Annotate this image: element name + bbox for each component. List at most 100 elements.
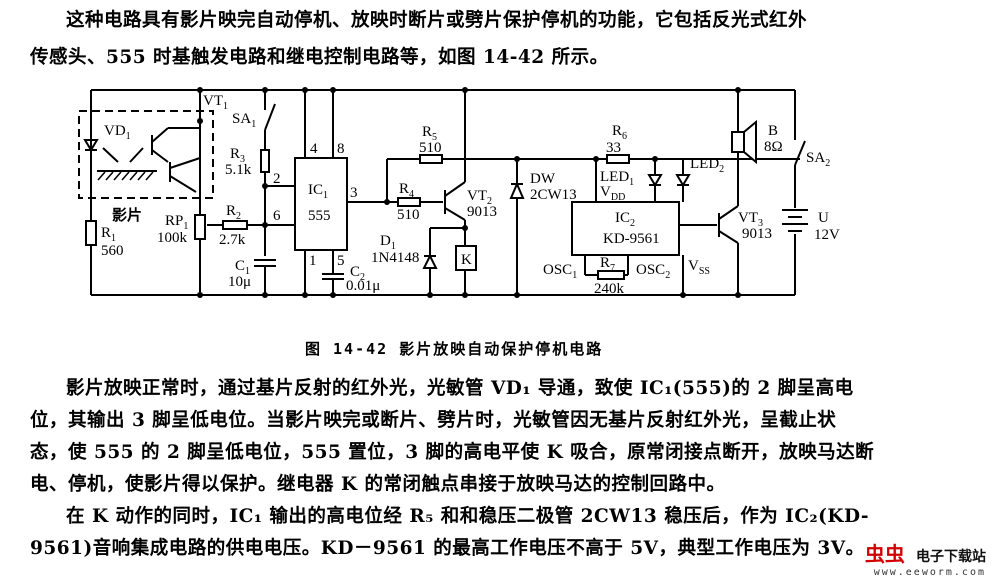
label-r1-value: 560: [101, 243, 124, 259]
label-r2: R2: [226, 203, 241, 222]
label-vt3: VT3: [738, 210, 763, 229]
label-rp1-value: 100k: [157, 230, 188, 246]
circuit-tspan: D: [380, 233, 391, 249]
circuit-circle: [462, 225, 468, 231]
circuit-diagram: VT1 VD1 影片 R1 560 RP1 100k R2 2.7k SA1 R…: [78, 87, 840, 298]
circuit-tspan: OSC: [636, 262, 665, 278]
label-u-value: 12V: [814, 227, 840, 243]
watermark-logo: 虫虫: [864, 542, 905, 566]
circuit-circle: [514, 156, 520, 162]
circuit-tspan: SS: [699, 266, 710, 277]
circuit-tspan: 1: [629, 177, 634, 188]
label-vt3-value: 9013: [742, 226, 772, 242]
circuit-line: [169, 175, 197, 193]
circuit-tspan: RP: [165, 213, 183, 229]
label-ic1-value: 555: [308, 208, 331, 224]
circuit-line: [121, 171, 130, 181]
label-d1: D1: [380, 233, 396, 252]
circuit-tspan: R: [612, 123, 622, 139]
label-c1: C1: [235, 258, 250, 277]
circuit-line: [105, 171, 114, 181]
circuit-tspan: 1: [126, 131, 131, 142]
label-r7: R7: [600, 255, 615, 274]
circuit-tspan: 3: [240, 154, 245, 165]
circuit-circle: [735, 87, 741, 93]
label-vss: VSS: [688, 258, 710, 277]
label-sa1: SA1: [232, 111, 256, 130]
circuit-tspan: 1: [245, 266, 250, 277]
label-vt2: VT2: [467, 188, 492, 207]
rp1-potentiometer: [194, 214, 206, 240]
circuit-tspan: OSC: [543, 262, 572, 278]
circuit-tspan: IC: [615, 210, 630, 226]
circuit-circle: [384, 199, 390, 205]
circuit-line: [137, 171, 146, 181]
circuit-tspan: 2: [236, 211, 241, 222]
circuit-circle: [302, 87, 308, 93]
circuit-tspan: R: [399, 181, 409, 197]
label-dw: DW: [530, 171, 556, 187]
label-pin3: 3: [350, 185, 358, 201]
label-r6-value: 33: [606, 140, 621, 156]
circuit-tspan: R: [600, 255, 610, 271]
circuit-circle: [514, 292, 520, 298]
label-pin1: 1: [309, 253, 317, 269]
label-r2-value: 2.7k: [219, 232, 246, 248]
circuit-line: [718, 205, 739, 220]
circuit-tspan: SA: [806, 150, 825, 166]
circuit-tspan: 4: [409, 189, 414, 200]
watermark[interactable]: 虫虫 电子下载站 www.eeworm.com: [865, 538, 986, 578]
label-c2: C2: [350, 264, 365, 283]
label-film: 影片: [112, 206, 142, 224]
circuit-tspan: C: [235, 258, 245, 274]
circuit-circle: [197, 118, 203, 124]
circuit-g: [97, 171, 154, 181]
label-r4-value: 510: [397, 207, 420, 223]
circuit-circle: [652, 156, 658, 162]
circuit-g: [197, 87, 741, 298]
label-k: K: [461, 252, 472, 268]
circuit-tspan: 3: [758, 218, 763, 229]
circuit-line: [145, 171, 154, 181]
circuit-circle: [302, 292, 308, 298]
circuit-tspan: 1: [572, 270, 577, 281]
led1: [647, 174, 663, 187]
intro-line-1: 这种电路具有影片映完自动停机、放映时断片或劈片保护停机的功能，它包括反光式红外: [66, 10, 808, 31]
label-b-value: 8Ω: [764, 139, 783, 155]
circuit-tspan: 1: [111, 233, 116, 244]
circuit-circle: [330, 292, 336, 298]
label-pin2: 2: [273, 171, 281, 187]
circuit-tspan: 2: [719, 164, 724, 175]
label-osc1: OSC1: [543, 262, 577, 281]
label-pin5: 5: [337, 253, 345, 269]
label-ic2: IC2: [615, 210, 635, 229]
circuit-line: [444, 207, 466, 221]
circuit-tspan: 2: [360, 272, 365, 283]
circuit-tspan: VT: [738, 210, 758, 226]
circuit-line: [129, 147, 144, 163]
label-pin4: 4: [310, 141, 318, 157]
circuit-circle: [262, 87, 268, 93]
circuit-circle: [462, 87, 468, 93]
circuit-line: [102, 147, 119, 163]
circuit-tspan: 1: [323, 190, 328, 201]
r3-resistor: [260, 149, 270, 173]
label-led1: LED1: [600, 169, 634, 188]
circuit-tspan: R: [101, 225, 111, 241]
watermark-url[interactable]: www.eeworm.com: [873, 567, 986, 578]
sa1-switch: [264, 103, 276, 131]
circuit-line: [113, 171, 122, 181]
circuit-circle: [262, 183, 268, 189]
circuit-circle: [735, 292, 741, 298]
circuit-circle: [197, 87, 203, 93]
speaker-b: [731, 131, 745, 153]
label-c1-value: 10μ: [228, 274, 251, 290]
body-para2-line-2: 9561)音响集成电路的供电电压。KD－9561 的最高工作电压不高于 5V，典…: [30, 538, 865, 559]
circuit-tspan: 2: [665, 270, 670, 281]
circuit-tspan: 1: [251, 119, 256, 130]
circuit-tspan: 1: [223, 101, 228, 112]
sa2-switch: [794, 140, 806, 166]
circuit-line: [718, 230, 739, 244]
r2-resistor: [222, 220, 248, 230]
circuit-tspan: 2: [825, 158, 830, 169]
